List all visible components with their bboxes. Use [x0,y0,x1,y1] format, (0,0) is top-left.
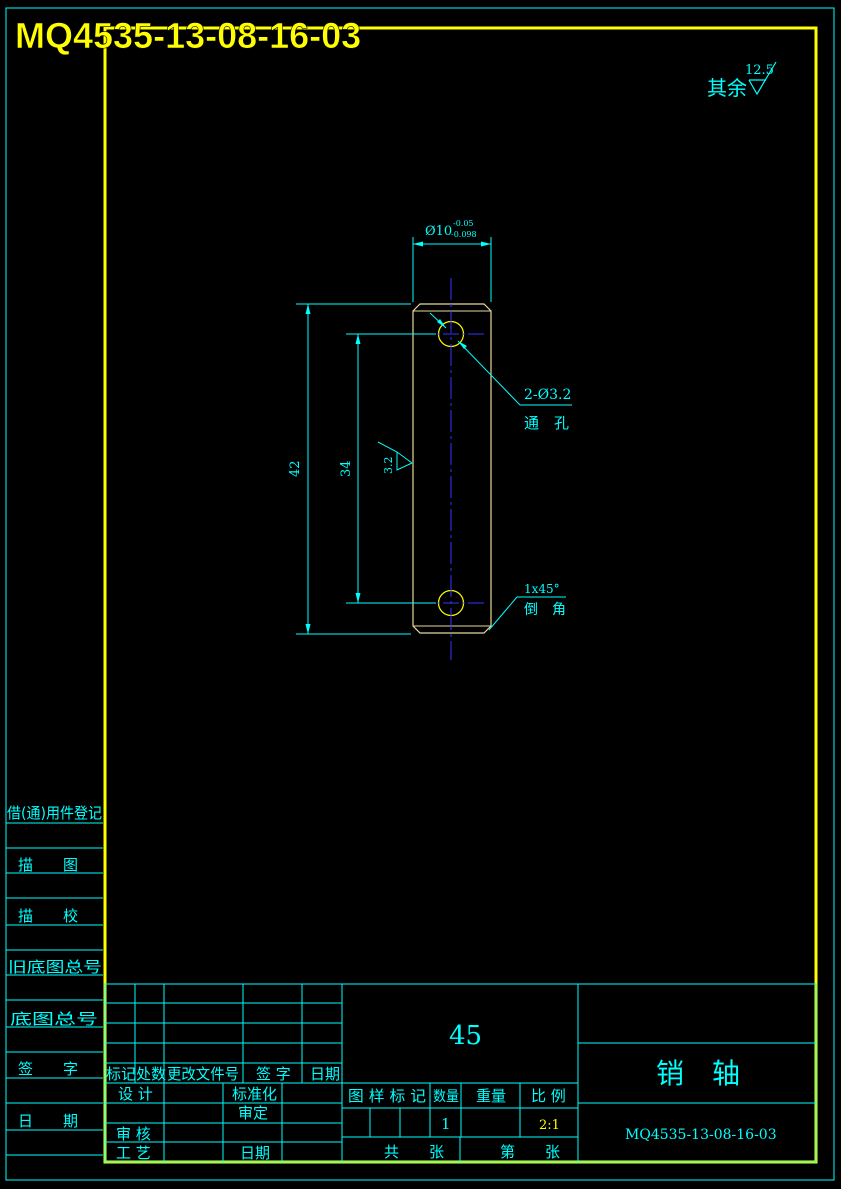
rev-header-change-doc: 更改文件号 [167,1065,239,1083]
header-drawing-number: MQ4535-13-08-16-03 [15,15,361,56]
col-quantity: 数量 [433,1089,459,1105]
chamfer-label: 倒 角 [524,602,566,618]
label-design: 设 计 [118,1085,153,1103]
pin-outline [412,303,492,634]
col-weight: 重量 [476,1087,506,1105]
label-date: 日期 [240,1144,270,1162]
quantity-value: 1 [441,1115,451,1133]
side-item-date: 日 期 [18,1112,78,1130]
label-check: 审 核 [116,1125,151,1143]
rev-header-count: 处数 [136,1065,166,1083]
chamfer-spec: 1x45° [524,582,560,596]
material-value: 45 [449,1021,482,1051]
title-block-grid [104,983,817,1163]
dim-overall-length: 42 [288,460,303,477]
roughness-local-value: 3.2 [382,457,395,475]
side-item-borrowed-registration: 借(通)用件登记 [7,804,102,822]
pin-part-view: Ø10 -0.05 -0.098 42 34 3.2 2-Ø3.2 通 孔 [288,219,572,660]
dim-diameter-main: Ø10 [425,224,452,239]
sheet-border [5,7,835,1181]
side-registration-column [6,822,103,1156]
roughness-other-label: 其余 [707,76,747,100]
roughness-other-symbol: 其余 12.5 [707,61,777,100]
side-item-tracing: 描 图 [18,856,78,874]
rev-header-signature: 签 字 [256,1065,291,1083]
hole-callout-spec: 2-Ø3.2 [524,387,571,403]
side-item-master-number: 底图总号 [10,1010,98,1028]
scale-value: 2:1 [539,1118,560,1133]
sheet-number: 第 张 [500,1143,560,1161]
drawing-number-title: MQ4535-13-08-16-03 [625,1127,777,1143]
hole-callout-type: 通 孔 [524,414,569,432]
label-standardize: 标准化 [232,1085,277,1103]
roughness-other-value: 12.5 [745,63,774,78]
col-drawing-mark: 图 样 标 记 [348,1087,426,1105]
label-approve: 审定 [238,1104,268,1122]
part-name: 销 轴 [656,1057,740,1090]
dim-diameter-lower-tol: -0.098 [451,230,477,239]
total-sheets: 共 张 [384,1143,444,1161]
label-process: 工 艺 [116,1144,151,1162]
side-item-trace-check: 描 校 [18,907,78,925]
dim-diameter-upper-tol: -0.05 [453,219,474,228]
rev-header-date: 日期 [310,1065,340,1083]
side-item-signature: 签 字 [18,1060,78,1078]
side-item-old-master-number: 旧底图总号 [8,958,102,976]
dim-hole-spacing: 34 [339,460,354,477]
col-scale: 比 例 [531,1087,566,1105]
roughness-local-symbol: 3.2 [377,441,413,475]
rev-header-mark: 标记 [106,1065,136,1083]
